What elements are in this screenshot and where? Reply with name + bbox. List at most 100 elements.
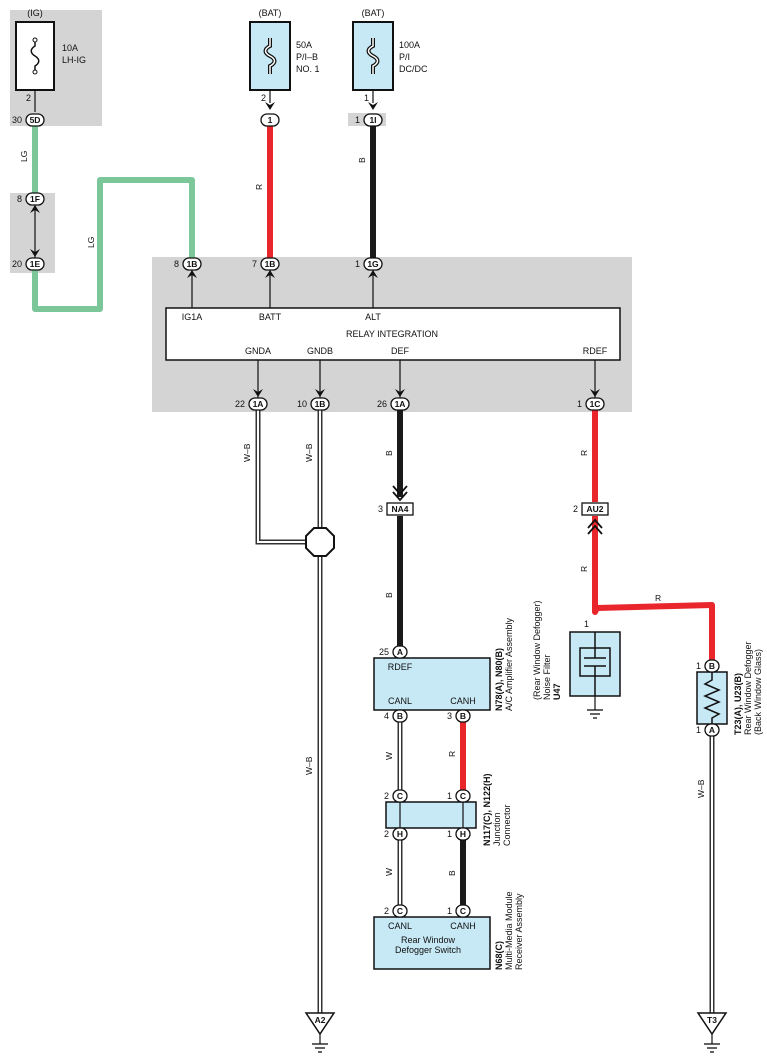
svg-text:4: 4	[384, 711, 389, 721]
mm-canl-label: CANL	[388, 921, 412, 931]
relay-terminal-gndb: GNDB	[307, 346, 333, 356]
relay-terminal-def: DEF	[391, 346, 410, 356]
relay-integration-box	[165, 307, 621, 361]
svg-text:1C: 1C	[590, 399, 601, 409]
mm-id: N68(C)	[494, 941, 504, 970]
connector-mm-c-left: C 2	[384, 904, 408, 918]
u47-pin: 1	[584, 619, 589, 629]
chevron-down-icon	[392, 485, 408, 502]
ac-amp-id: N78(A), N80(B)	[494, 648, 504, 711]
bat2-fuse-rating: 100A	[399, 40, 420, 50]
svg-text:NA4: NA4	[391, 504, 408, 514]
wire-label-lg2: LG	[86, 237, 96, 248]
connector-gnda: 1A 22	[235, 397, 268, 411]
ground-t3: T3	[696, 1012, 728, 1053]
wire-label-w1: W	[384, 752, 394, 760]
relay-terminal-rdef: RDEF	[583, 346, 608, 356]
mm-name-1: Multi-Media Module	[504, 891, 514, 970]
svg-text:1G: 1G	[367, 259, 379, 269]
svg-text:C: C	[460, 906, 466, 916]
svg-text:B: B	[397, 711, 403, 721]
svg-text:25: 25	[379, 647, 389, 657]
relay-name: RELAY INTEGRATION	[346, 329, 438, 339]
svg-text:1: 1	[355, 259, 360, 269]
connector-gndb: 1B 10	[297, 397, 330, 411]
relay-terminal-alt: ALT	[365, 312, 381, 322]
ac-amp-canh-label: CANH	[450, 696, 476, 706]
svg-text:3: 3	[378, 504, 383, 514]
svg-text:26: 26	[377, 399, 387, 409]
wire-label-b-def2: B	[384, 592, 394, 598]
svg-text:2: 2	[384, 791, 389, 801]
svg-text:1B: 1B	[187, 259, 198, 269]
svg-text:5D: 5D	[30, 115, 41, 125]
wire-label-r-rdef1: R	[579, 450, 589, 456]
relay-terminal-ig1a: IG1A	[182, 312, 203, 322]
svg-text:2: 2	[384, 829, 389, 839]
svg-text:1B: 1B	[265, 259, 276, 269]
svg-text:2: 2	[384, 906, 389, 916]
connector-jc-c-left: C 2	[384, 789, 408, 803]
svg-text:1A: 1A	[395, 399, 406, 409]
svg-text:AU2: AU2	[586, 504, 603, 514]
svg-text:1B: 1B	[315, 399, 326, 409]
arrow-up-icon	[187, 270, 197, 278]
u47-id: U47	[552, 683, 562, 700]
connector-bat1: 1	[260, 113, 280, 127]
connector-ac-canh: B 3	[447, 709, 471, 723]
connector-1e: 1E 20	[12, 257, 45, 271]
ig-fuse-name: LH-IG	[62, 55, 86, 65]
svg-text:B: B	[709, 661, 715, 671]
relay-bottom-leads	[257, 360, 596, 398]
junction-name-2: Connector	[502, 804, 512, 846]
svg-text:H: H	[460, 829, 466, 839]
ac-amplifier-box	[373, 657, 491, 711]
ig-source-label: (IG)	[27, 8, 43, 18]
connector-1f: 1F 8	[17, 192, 45, 206]
bat2-fuse-name-1: P/I	[399, 52, 410, 62]
arrow-down-icon	[253, 389, 263, 397]
connector-rdef: 1C 1	[577, 397, 605, 411]
svg-text:1: 1	[447, 906, 452, 916]
bat2-fuse	[352, 21, 394, 91]
svg-text:1E: 1E	[30, 259, 41, 269]
junction-connector-box	[385, 801, 477, 829]
splice-junction	[305, 527, 335, 557]
arrow-up-icon	[368, 270, 378, 278]
arrow-down-icon	[395, 389, 405, 397]
u47-name-1: Noise Filter	[542, 654, 552, 700]
arrow-down-icon	[30, 249, 40, 257]
bat1-fuse-pin: 2	[261, 93, 266, 103]
bat1-source-label: (BAT)	[259, 8, 282, 18]
connector-alt: 1G 1	[355, 257, 383, 271]
connector-5d: 5D 30	[12, 113, 45, 127]
ac-amp-rdef-label: RDEF	[388, 662, 413, 672]
wire-label-b-alt: B	[357, 157, 367, 163]
wire-label-b-def1: B	[384, 450, 394, 456]
svg-text:2: 2	[573, 504, 578, 514]
svg-text:1: 1	[447, 791, 452, 801]
mm-canh-label: CANH	[450, 921, 476, 931]
svg-text:C: C	[397, 906, 403, 916]
t23-name-1: Rear Window Defogger	[743, 641, 753, 735]
ground-icon	[312, 1043, 328, 1053]
chevron-up-icon	[587, 518, 603, 535]
wire-label-wb-gndb: W–B	[304, 443, 314, 462]
connector-jc-h-left: H 2	[384, 827, 408, 841]
svg-text:10: 10	[297, 399, 307, 409]
bat2-fuse-name-2: DC/DC	[399, 64, 428, 74]
connector-1i: 1I 1	[355, 113, 383, 127]
connector-def: 1A 26	[377, 397, 410, 411]
bat2-source-label: (BAT)	[362, 8, 385, 18]
connector-mm-c-right: C 1	[447, 904, 471, 918]
svg-text:A2: A2	[315, 1015, 326, 1025]
bat1-fuse-rating: 50A	[296, 40, 312, 50]
svg-text:8: 8	[17, 194, 22, 204]
t23-name-2: (Back Window Glass)	[753, 649, 763, 735]
ig-fuse-pin: 2	[26, 93, 31, 103]
wire-label-r-rdef2: R	[579, 566, 589, 572]
arrow-down-icon	[368, 102, 378, 110]
wire-label-r-horiz: R	[655, 593, 661, 603]
svg-text:22: 22	[235, 399, 245, 409]
